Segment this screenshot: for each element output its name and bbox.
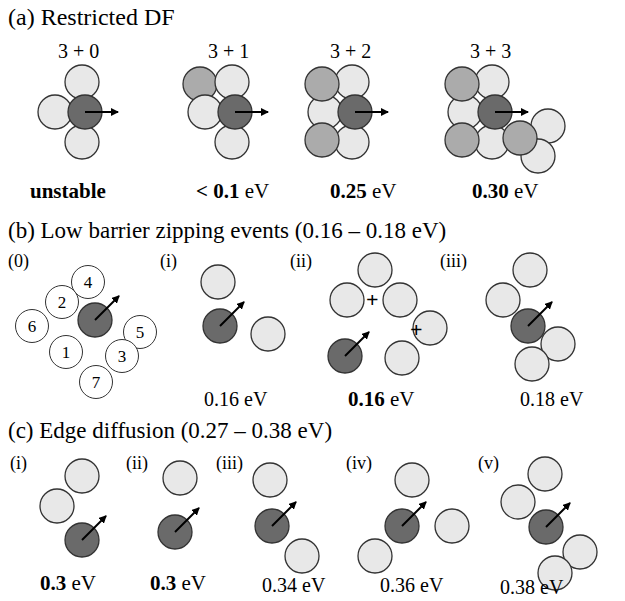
atom-number: 6	[28, 318, 37, 335]
sub-label: (0)	[8, 252, 29, 272]
barrier-value: 0.36 eV	[380, 574, 443, 596]
panel-title: (c) Edge diffusion (0.27 – 0.38 eV)	[8, 418, 332, 443]
sub-label: (ii)	[126, 454, 148, 474]
barrier-value: 0.3	[150, 572, 176, 595]
config-label: 3 + 2	[330, 40, 371, 62]
barrier-value: 0.25	[330, 180, 367, 203]
barrier-value: 0.16 eV	[204, 388, 267, 410]
atom-number: 3	[118, 348, 127, 365]
barrier-value: < 0.1	[196, 180, 239, 203]
plus-mark: +	[410, 318, 423, 342]
config-label: 3 + 3	[470, 40, 511, 62]
panel-title: (b) Low barrier zipping events (0.16 – 0…	[8, 218, 446, 243]
sub-label: (i)	[160, 252, 177, 272]
energy-unit: eV	[514, 180, 539, 203]
energy-unit: eV	[182, 572, 207, 595]
barrier-value: 0.16	[348, 388, 385, 411]
numbered-atom: 3	[105, 339, 139, 373]
barrier-value: 0.34 eV	[262, 574, 325, 596]
sub-label: (iii)	[216, 454, 243, 474]
atom-number: 5	[136, 324, 145, 341]
plus-mark: +	[366, 288, 379, 312]
panel-title: (a) Restricted DF	[8, 4, 175, 30]
sub-label: (i)	[10, 454, 27, 474]
energy-unit: eV	[390, 388, 415, 411]
barrier-value: 0.3	[40, 572, 66, 595]
energy-unit: eV	[372, 180, 397, 203]
numbered-atom: 1	[49, 335, 83, 369]
numbered-atom: 7	[79, 365, 113, 399]
barrier-value: unstable	[30, 180, 106, 203]
config-label: 3 + 1	[208, 40, 249, 62]
atom-number: 2	[58, 294, 67, 311]
energy-unit: eV	[245, 180, 270, 203]
sub-label: (iii)	[440, 252, 467, 272]
barrier-value: 0.30	[472, 180, 509, 203]
atom-number: 7	[92, 374, 101, 391]
config-label: 3 + 0	[58, 40, 99, 62]
atom-number: 1	[62, 344, 71, 361]
atom-number: 4	[84, 274, 93, 291]
sub-label: (v)	[478, 454, 499, 474]
numbered-atom: 2	[45, 285, 79, 319]
numbered-atom: 6	[15, 309, 49, 343]
barrier-value: 0.38 eV	[500, 576, 563, 598]
sub-label: (iv)	[346, 454, 372, 474]
sub-label: (ii)	[290, 252, 312, 272]
barrier-value: 0.18 eV	[520, 388, 583, 410]
energy-unit: eV	[72, 572, 97, 595]
